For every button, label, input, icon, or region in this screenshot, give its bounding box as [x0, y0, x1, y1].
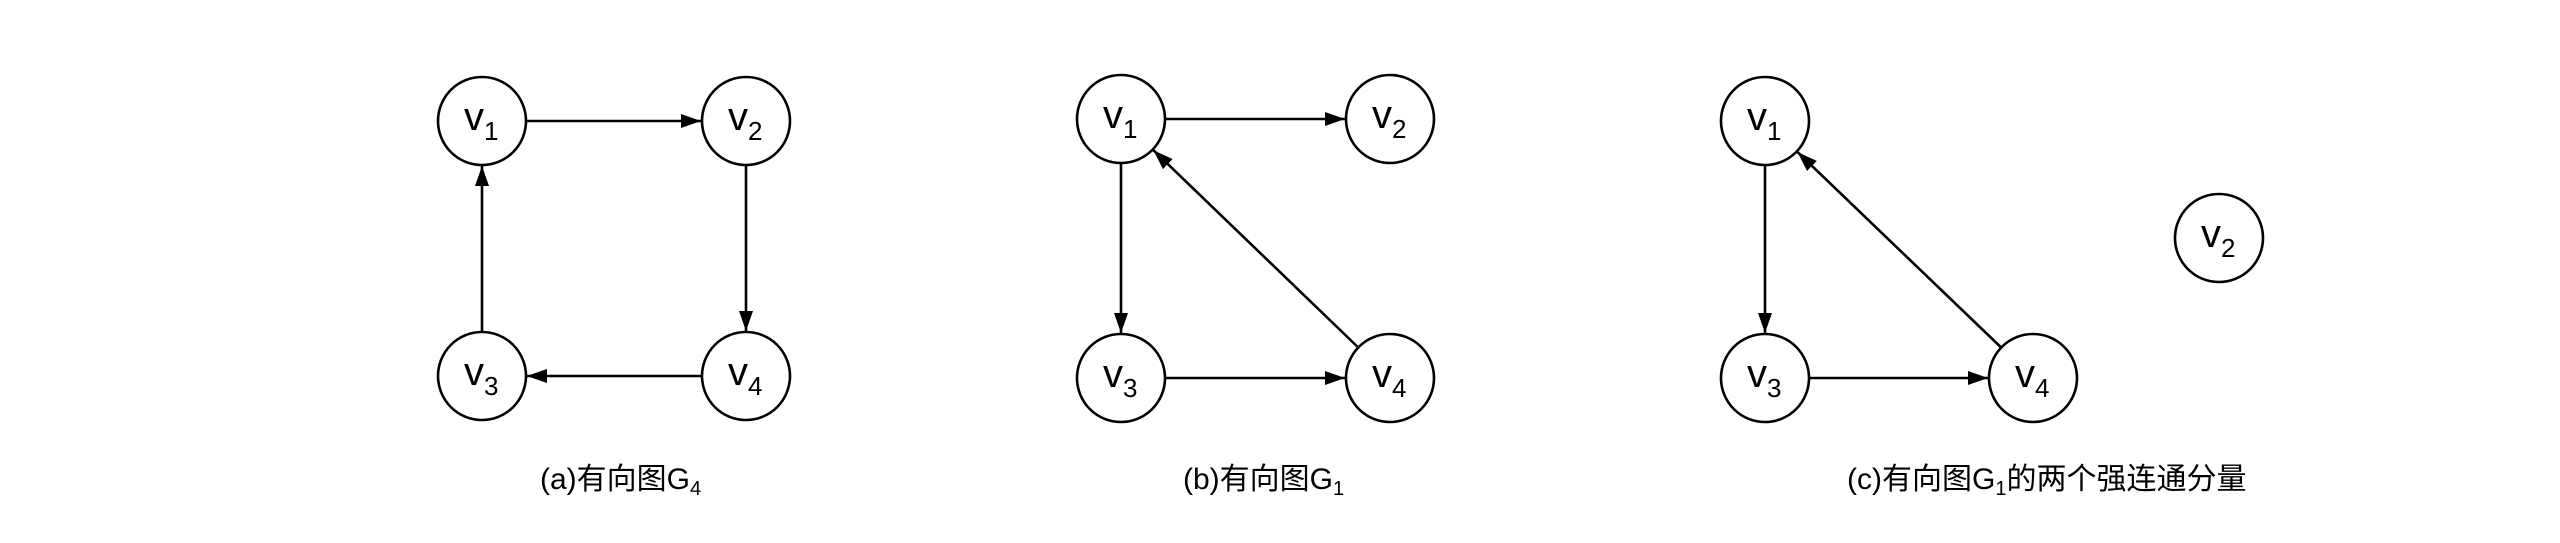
node-a-v3: v3 — [436, 330, 528, 422]
node-b-v4: v4 — [1344, 332, 1436, 424]
node-b-v1-subscript: 1 — [1123, 114, 1137, 144]
caption-b-subscript: 1 — [1333, 478, 1345, 500]
node-c-v2: v2 — [2173, 192, 2265, 284]
node-c-v2-circle — [2173, 192, 2265, 284]
caption-c-subscript: 1 — [1995, 478, 2007, 500]
node-b-v3-subscript: 3 — [1123, 373, 1137, 403]
edges-layer — [475, 112, 2003, 385]
node-c-v1: v1 — [1719, 75, 1811, 167]
node-a-v2-circle — [700, 75, 792, 167]
node-a-v2-subscript: 2 — [748, 116, 762, 146]
caption-b-text: (b)有向图G — [1183, 463, 1333, 496]
node-a-v1: v1 — [436, 75, 528, 167]
node-c-v4-circle — [1987, 332, 2079, 424]
node-c-v4: v4 — [1987, 332, 2079, 424]
node-a-v1-circle — [436, 75, 528, 167]
node-b-v2-circle — [1344, 73, 1436, 165]
node-c-v2-label: v2 — [2201, 212, 2235, 263]
node-b-v3-label: v3 — [1103, 352, 1137, 403]
node-c-v3-circle — [1719, 332, 1811, 424]
node-a-v4: v4 — [700, 330, 792, 422]
caption-a-subscript: 4 — [690, 478, 702, 500]
caption-c-suffix: 的两个强连通分量 — [2006, 463, 2247, 496]
caption-graph-b: (b)有向图G1 — [1183, 460, 1344, 500]
caption-c-text: (c)有向图G — [1847, 463, 1996, 496]
node-c-v4-subscript: 4 — [2035, 373, 2049, 403]
node-b-v2: v2 — [1344, 73, 1436, 165]
node-a-v1-subscript: 1 — [484, 116, 498, 146]
node-b-v3: v3 — [1075, 332, 1167, 424]
caption-graph-c: (c)有向图G1的两个强连通分量 — [1847, 460, 2246, 500]
node-a-v4-circle — [700, 330, 792, 422]
nodes-layer: v1 v2 v3 v4 v1 v2 v3 v4 v1 v2 v3 v4 — [436, 73, 2265, 424]
edge-b-v4-to-v1 — [1152, 149, 1360, 349]
node-b-v4-circle — [1344, 332, 1436, 424]
node-b-v1-circle — [1075, 73, 1167, 165]
node-c-v2-subscript: 2 — [2221, 233, 2235, 263]
node-b-v4-subscript: 4 — [1392, 373, 1406, 403]
node-c-v1-subscript: 1 — [1767, 116, 1781, 146]
node-a-v3-circle — [436, 330, 528, 422]
node-b-v2-subscript: 2 — [1392, 114, 1406, 144]
node-a-v3-subscript: 3 — [484, 371, 498, 401]
caption-graph-a: (a)有向图G4 — [540, 460, 701, 500]
node-a-v4-subscript: 4 — [748, 371, 762, 401]
node-c-v3: v3 — [1719, 332, 1811, 424]
node-a-v2: v2 — [700, 75, 792, 167]
node-c-v1-label: v1 — [1747, 95, 1781, 146]
node-c-v1-circle — [1719, 75, 1811, 167]
node-b-v1: v1 — [1075, 73, 1167, 165]
node-c-v3-subscript: 3 — [1767, 373, 1781, 403]
caption-a-text: (a)有向图G — [540, 463, 690, 496]
node-b-v3-circle — [1075, 332, 1167, 424]
edge-c-v4-to-v1 — [1796, 151, 2003, 349]
